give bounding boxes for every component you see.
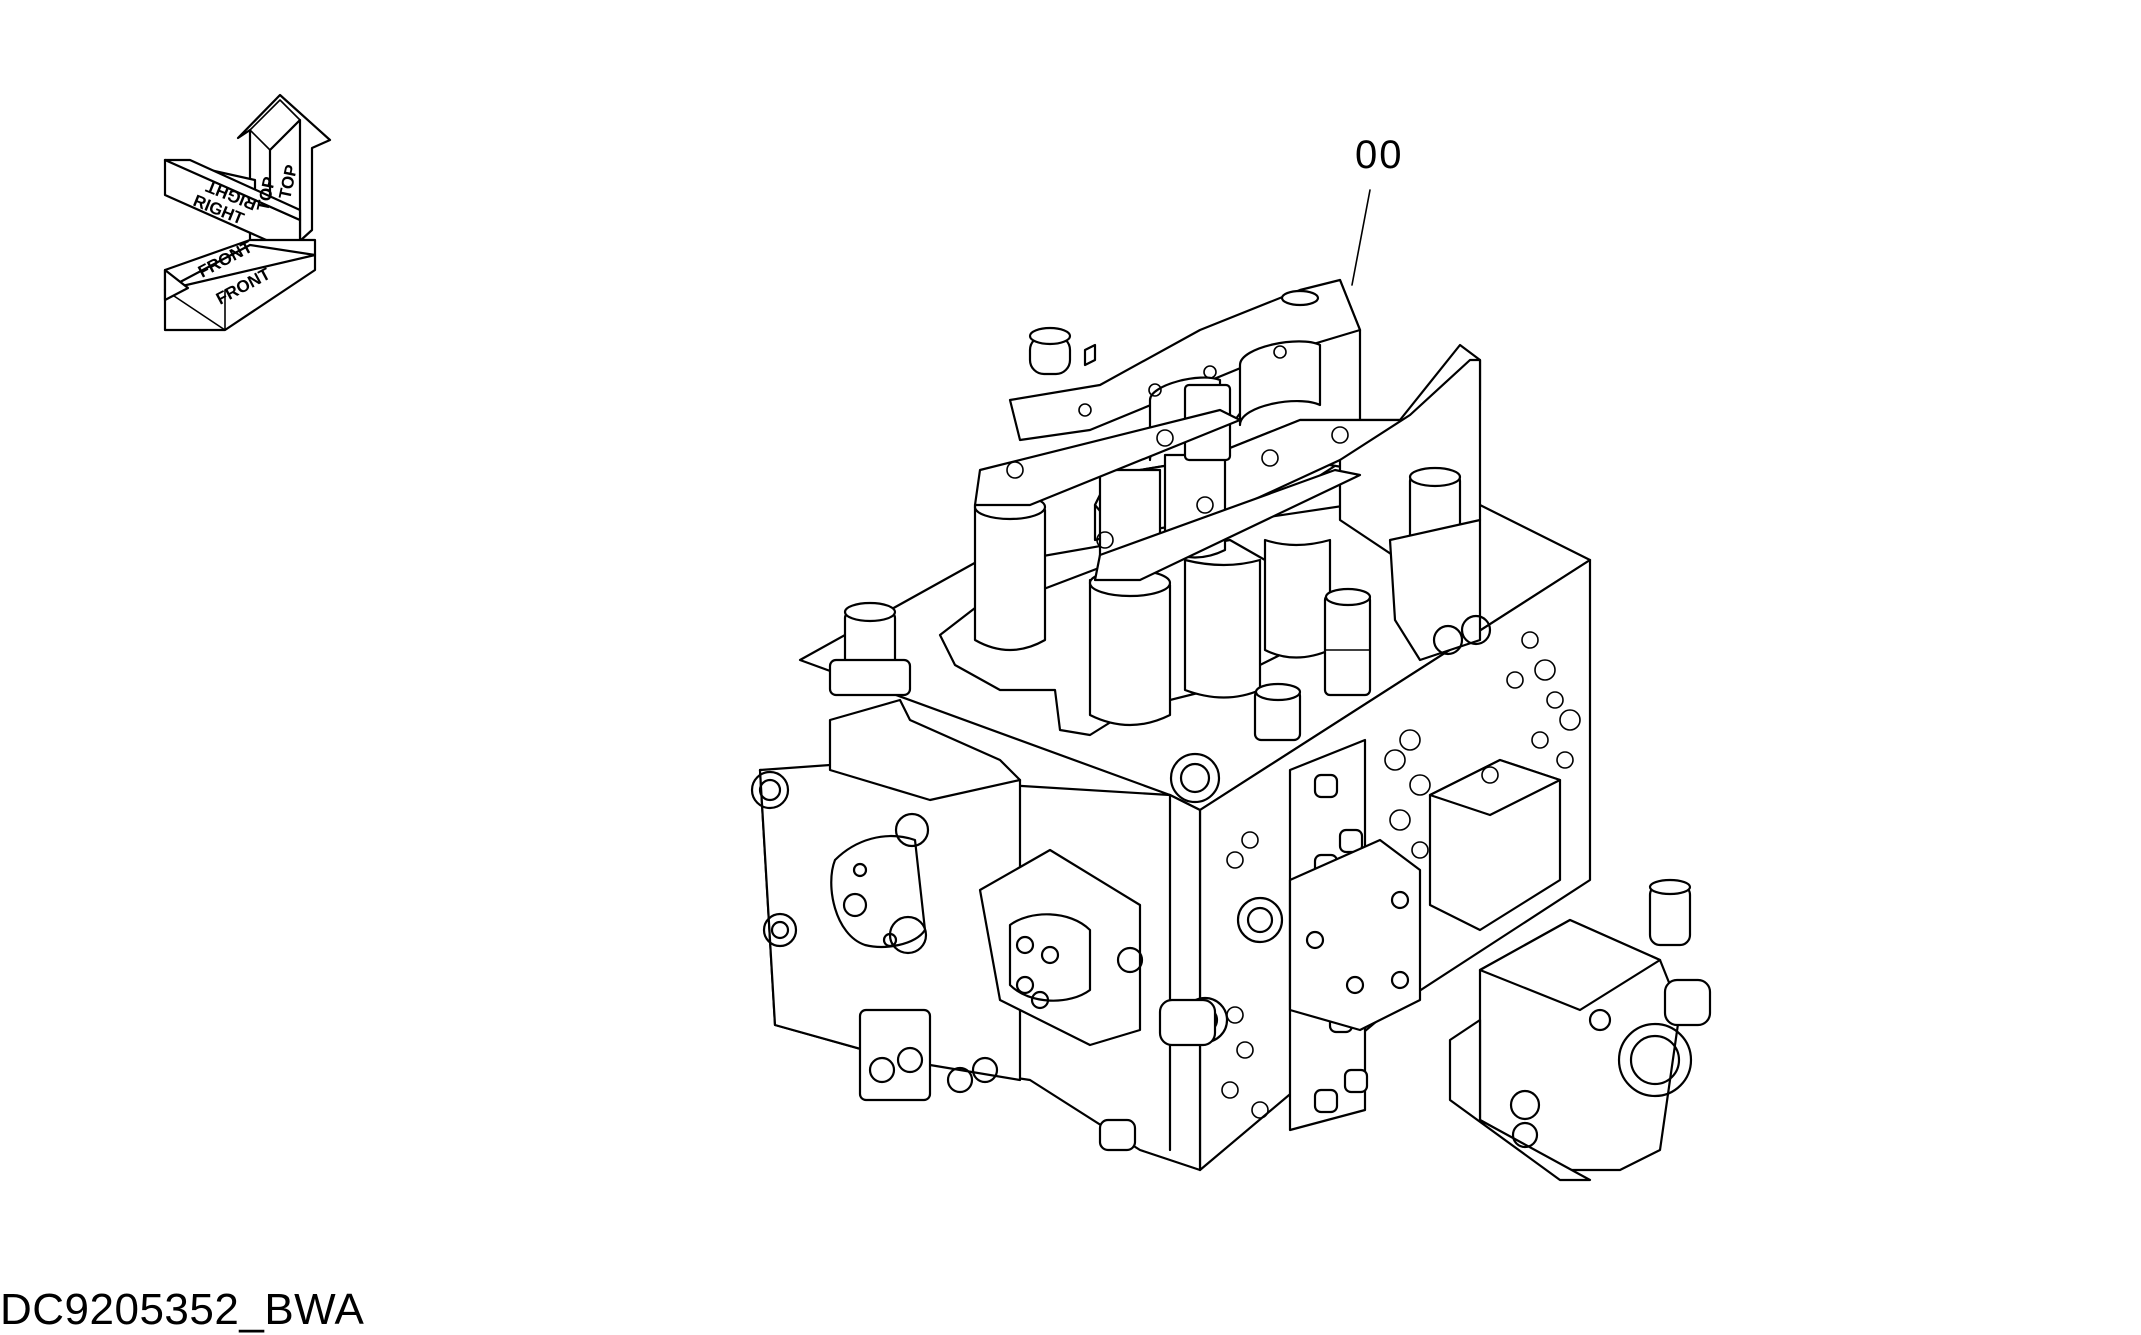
right-face-ports bbox=[1221, 631, 1581, 1119]
part-callout: 00 bbox=[1351, 133, 1404, 286]
part-number-label[interactable]: 00 bbox=[1355, 133, 1404, 177]
pressure-plug-right bbox=[1388, 466, 1492, 662]
leader-line bbox=[1351, 189, 1371, 286]
port-top bbox=[1169, 752, 1221, 804]
drawing-id-label: DC9205352_BWA bbox=[0, 1285, 365, 1334]
orientation-cube-icon: TOP TOP RIGHT RIGHT FRONT FRONT bbox=[163, 93, 332, 332]
far-right-solenoid bbox=[1448, 878, 1712, 1182]
pressure-plug-center bbox=[1323, 587, 1372, 697]
left-side-block bbox=[750, 698, 1022, 1102]
spool-cover-front bbox=[973, 343, 1482, 727]
pressure-plug-left bbox=[828, 601, 912, 697]
bottom-fitting bbox=[1098, 1118, 1137, 1152]
center-valve-block bbox=[978, 848, 1229, 1047]
control-valve-assembly bbox=[750, 278, 1712, 1182]
plug-cap-center bbox=[1253, 682, 1302, 742]
right-side-valve-blocks bbox=[1288, 738, 1562, 1132]
